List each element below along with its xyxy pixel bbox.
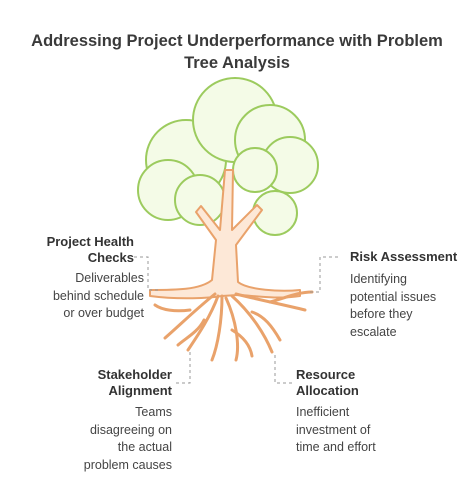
project-health-description: Deliverables behind schedule or over bud… [52,271,144,320]
connector-risk-assessment [310,256,338,293]
resource-heading: Resource Allocation [296,367,359,398]
tree-trunk [149,169,301,300]
connector-resource [274,352,292,384]
connectors [134,256,338,384]
diagram-title: Addressing Project Underperformance with… [0,30,474,74]
connector-stakeholder [176,352,191,384]
risk-assessment-heading: Risk Assessment [350,249,458,264]
project-health-heading: Project Health Checks [46,234,134,265]
stakeholder-heading: Stakeholder Alignment [97,367,172,398]
stakeholder-description: Teams disagreeing on the actual problem … [83,405,172,472]
risk-assessment-description: Identifying potential issues before they… [350,272,437,339]
title-line-1: Addressing Project Underperformance with… [31,32,443,50]
resource-description: Inefficient investment of time and effor… [296,405,376,454]
connector-project-health [134,256,160,291]
tree-foliage [137,77,319,236]
title-line-2: Tree Analysis [184,54,290,72]
tree-roots [153,290,314,362]
